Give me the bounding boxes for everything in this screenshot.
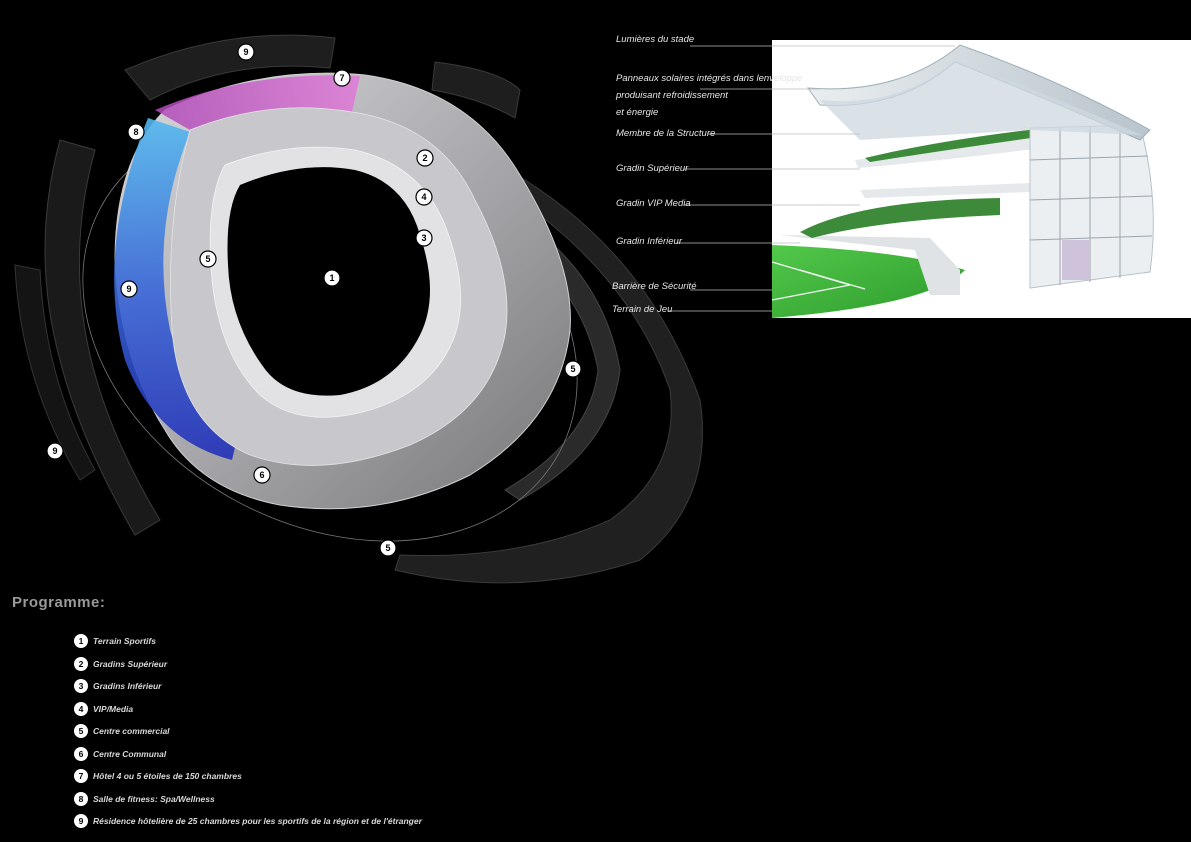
svg-text:7: 7 (339, 73, 344, 83)
label-solar-panels-3: et énergie (616, 107, 658, 118)
playing-field (772, 245, 965, 318)
programme-title: Programme: (12, 594, 106, 611)
label-security-barrier: Barrière de Sécurité (612, 281, 696, 292)
vip-tier (860, 183, 1030, 198)
marker-5-bottom: 5 (379, 539, 397, 557)
hotel-segment (155, 75, 360, 130)
marker-5-inner: 5 (199, 250, 217, 268)
svg-text:9: 9 (52, 446, 57, 456)
label-lower-tier: Gradin Inférieur (616, 236, 683, 247)
building-frame (1029, 124, 1154, 289)
upper-tier (855, 135, 1042, 168)
svg-text:9: 9 (126, 284, 131, 294)
legend-number-badge: 2 (74, 656, 88, 671)
svg-text:5: 5 (205, 254, 210, 264)
svg-text:8: 8 (133, 127, 138, 137)
legend-number-badge: 3 (74, 679, 88, 694)
lower-tier (780, 235, 960, 295)
legend-number-badge: 6 (74, 746, 88, 761)
legend-item: 1 Terrain Sportifs (74, 630, 422, 653)
marker-9-top: 9 (237, 43, 255, 61)
legend-number-badge: 8 (74, 791, 88, 806)
svg-text:5: 5 (570, 364, 575, 374)
legend-label: Hôtel 4 ou 5 étoiles de 150 chambres (93, 771, 242, 782)
outer-shell-top (124, 34, 336, 101)
legend-item: 3 Gradins Inférieur (74, 675, 422, 698)
marker-4: 4 (415, 188, 433, 206)
legend-number-badge: 1 (74, 634, 88, 649)
legend-item: 9 Résidence hôtelière de 25 chambres pour… (74, 810, 422, 833)
legend-number-badge: 7 (74, 769, 88, 784)
label-solar-panels-1: Panneaux solaires intégrés dans lenvelop… (616, 73, 802, 84)
svg-text:4: 4 (421, 192, 426, 202)
legend-label: Salle de fitness: Spa/Wellness (93, 793, 215, 804)
legend-label: Gradins Inférieur (93, 681, 162, 692)
label-playing-field: Terrain de Jeu (612, 304, 673, 315)
frame-grid (1029, 126, 1153, 285)
label-solar-panels-2: produisant refroidissement (615, 90, 728, 101)
svg-text:6: 6 (259, 470, 264, 480)
outer-shell-far-left (14, 264, 96, 481)
label-vip-media-tier: Gradin VIP Media (616, 198, 691, 209)
legend-label: Résidence hôtelière de 25 chambres pour … (93, 816, 422, 827)
legend-item: 7 Hôtel 4 ou 5 étoiles de 150 chambres (74, 765, 422, 788)
svg-text:2: 2 (422, 153, 427, 163)
label-upper-tier: Gradin Supérieur (616, 163, 689, 174)
svg-text:1: 1 (329, 273, 334, 283)
commercial-shell-right (394, 149, 703, 584)
lower-seats (800, 198, 1000, 238)
programme-legend: 1 Terrain Sportifs 2 Gradins Supérieur 3 Grad… (74, 630, 422, 833)
marker-3: 3 (415, 229, 433, 247)
exploded-stadium: 1 2 3 4 5 5 5 6 7 8 9 9 9 (14, 34, 703, 584)
legend-label: Centre Communal (93, 748, 167, 759)
label-structure-member: Membre de la Structure (616, 128, 715, 139)
svg-text:3: 3 (421, 233, 426, 243)
legend-number-badge: 5 (74, 724, 88, 739)
legend-item: 5 Centre commercial (74, 720, 422, 743)
legend-number-badge: 9 (74, 814, 88, 829)
marker-9-bottom-left: 9 (46, 442, 64, 460)
marker-8: 8 (127, 123, 145, 141)
legend-item: 4 VIP/Media (74, 698, 422, 721)
legend-label: Centre commercial (93, 726, 170, 737)
roof-glass (820, 60, 1142, 140)
label-stadium-lights: Lumières du stade (616, 34, 694, 45)
outer-shell-right-top (431, 61, 521, 119)
purple-room (1062, 240, 1090, 280)
svg-text:5: 5 (385, 543, 390, 553)
marker-6: 6 (253, 466, 271, 484)
legend-item: 2 Gradins Supérieur (74, 653, 422, 676)
legend-label: VIP/Media (93, 703, 134, 714)
legend-number-badge: 4 (74, 701, 88, 716)
upper-seats (865, 128, 1045, 162)
field-lines (771, 261, 866, 301)
legend-item: 8 Salle de fitness: Spa/Wellness (74, 788, 422, 811)
legend-label: Terrain Sportifs (93, 636, 156, 647)
callout-lines (668, 45, 955, 312)
legend-label: Gradins Supérieur (93, 658, 168, 669)
fitness-residence-segment (114, 118, 246, 460)
stadium-section: Lumières du stade Panneaux solaires inté… (612, 34, 1191, 318)
outer-shell-left (44, 139, 161, 536)
marker-1: 1 (323, 269, 341, 287)
marker-5-right: 5 (564, 360, 582, 378)
marker-2: 2 (416, 149, 434, 167)
svg-text:9: 9 (243, 47, 248, 57)
marker-9-left: 9 (120, 280, 138, 298)
legend-item: 6 Centre Communal (74, 743, 422, 766)
marker-7: 7 (333, 69, 351, 87)
